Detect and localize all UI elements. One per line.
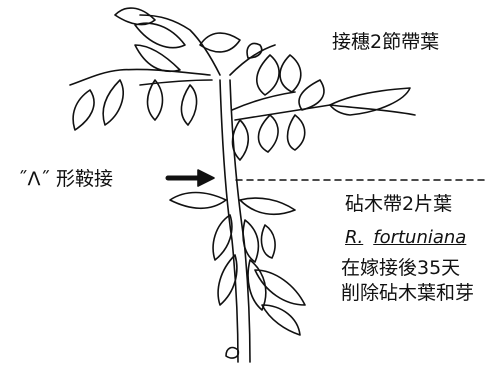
- label-note-line1: 在嫁接後35天: [341, 257, 460, 279]
- species-epithet: fortuniana: [373, 227, 466, 248]
- arrow-right-icon: [168, 170, 214, 186]
- label-rootstock-leaves: 砧木帶2片葉: [345, 193, 452, 215]
- label-graft-type: ˝Λ˝ 形鞍接: [18, 168, 113, 190]
- scion-branches: [70, 15, 330, 120]
- label-species: R. fortuniana: [345, 227, 466, 249]
- species-genus: R.: [345, 227, 363, 248]
- label-scion: 接穗2節帶葉: [332, 31, 439, 53]
- label-note-line2: 削除砧木葉和芽: [341, 282, 474, 304]
